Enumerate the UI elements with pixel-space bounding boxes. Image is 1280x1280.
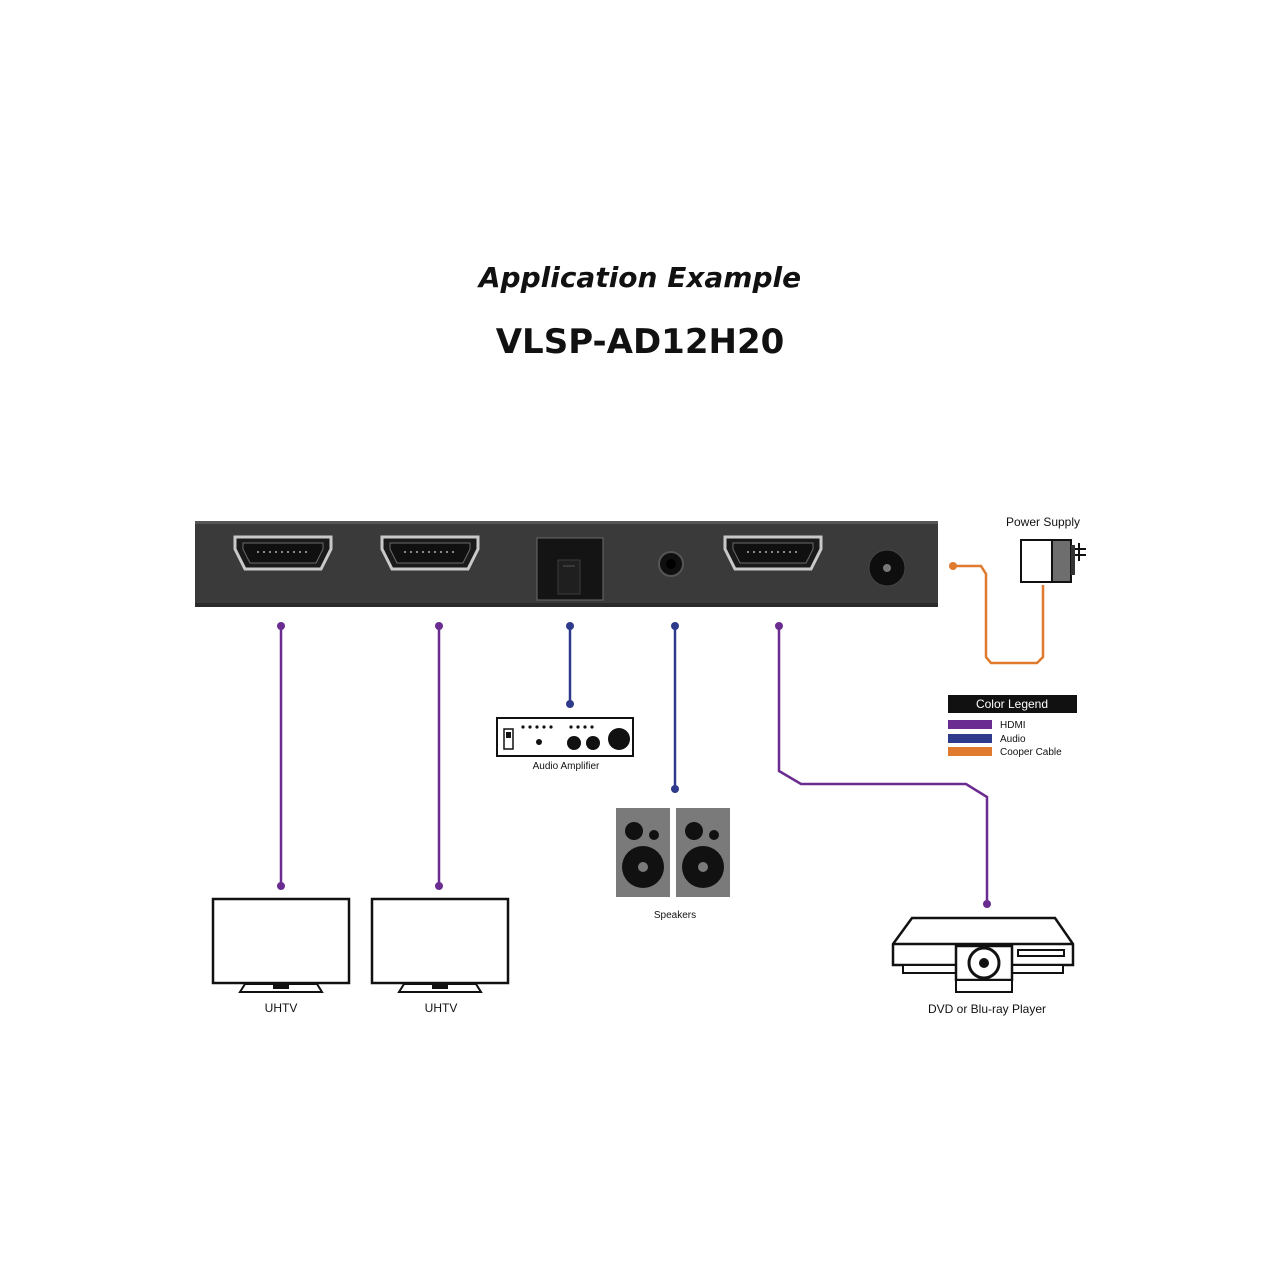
connection-dots	[277, 562, 991, 908]
dc-power-jack-icon	[868, 549, 906, 587]
speakers-label: Speakers	[654, 910, 696, 921]
connection-dot	[277, 882, 285, 890]
power-supply-label: Power Supply	[1006, 515, 1080, 529]
connection-dot	[566, 700, 574, 708]
connection-dot	[435, 882, 443, 890]
legend-swatch-audio	[948, 734, 992, 743]
blu-ray-player-icon	[891, 916, 1075, 993]
connection-dot	[775, 622, 783, 630]
legend-label-copper: Cooper Cable	[1000, 747, 1062, 758]
tv2-label: UHTV	[425, 1001, 458, 1015]
connection-dot	[435, 622, 443, 630]
audio-amplifier-label: Audio Amplifier	[533, 761, 600, 772]
legend-header	[948, 695, 1077, 713]
legend-label-audio: Audio	[1000, 734, 1026, 745]
legend-swatch-copper	[948, 747, 992, 756]
hdmi-port-icon	[380, 535, 480, 571]
optical-port-icon	[536, 537, 604, 601]
connection-dot	[277, 622, 285, 630]
connection-dot	[566, 622, 574, 630]
splitter-device	[195, 521, 938, 607]
connection-lines	[279, 564, 1045, 904]
legend-swatch-hdmi	[948, 720, 992, 729]
connection-dot	[983, 900, 991, 908]
hdmi-port-icon	[723, 535, 823, 571]
hdmi-cable-player	[777, 626, 989, 904]
speaker-icon	[676, 808, 730, 897]
color-legend: Color Legend HDMI Audio Cooper Cable	[948, 695, 1077, 758]
tv1-label: UHTV	[265, 1001, 298, 1015]
player-label: DVD or Blu-ray Player	[928, 1002, 1046, 1016]
legend-label-hdmi: HDMI	[1000, 720, 1026, 731]
power-adapter-icon	[1020, 539, 1086, 583]
amplifier-icon	[496, 717, 634, 757]
speaker-icon	[616, 808, 670, 897]
power-cable	[953, 564, 1045, 665]
model-name: VLSP-AD12H20	[496, 322, 785, 362]
connection-dot	[671, 622, 679, 630]
tv-icon	[370, 897, 510, 993]
legend-title: Color Legend	[976, 697, 1048, 711]
connection-dot	[671, 785, 679, 793]
diagram-title: Application Example	[477, 261, 801, 294]
tv-icon	[211, 897, 351, 993]
audio-jack-icon	[658, 551, 684, 577]
hdmi-port-icon	[233, 535, 333, 571]
connection-dot	[949, 562, 957, 570]
